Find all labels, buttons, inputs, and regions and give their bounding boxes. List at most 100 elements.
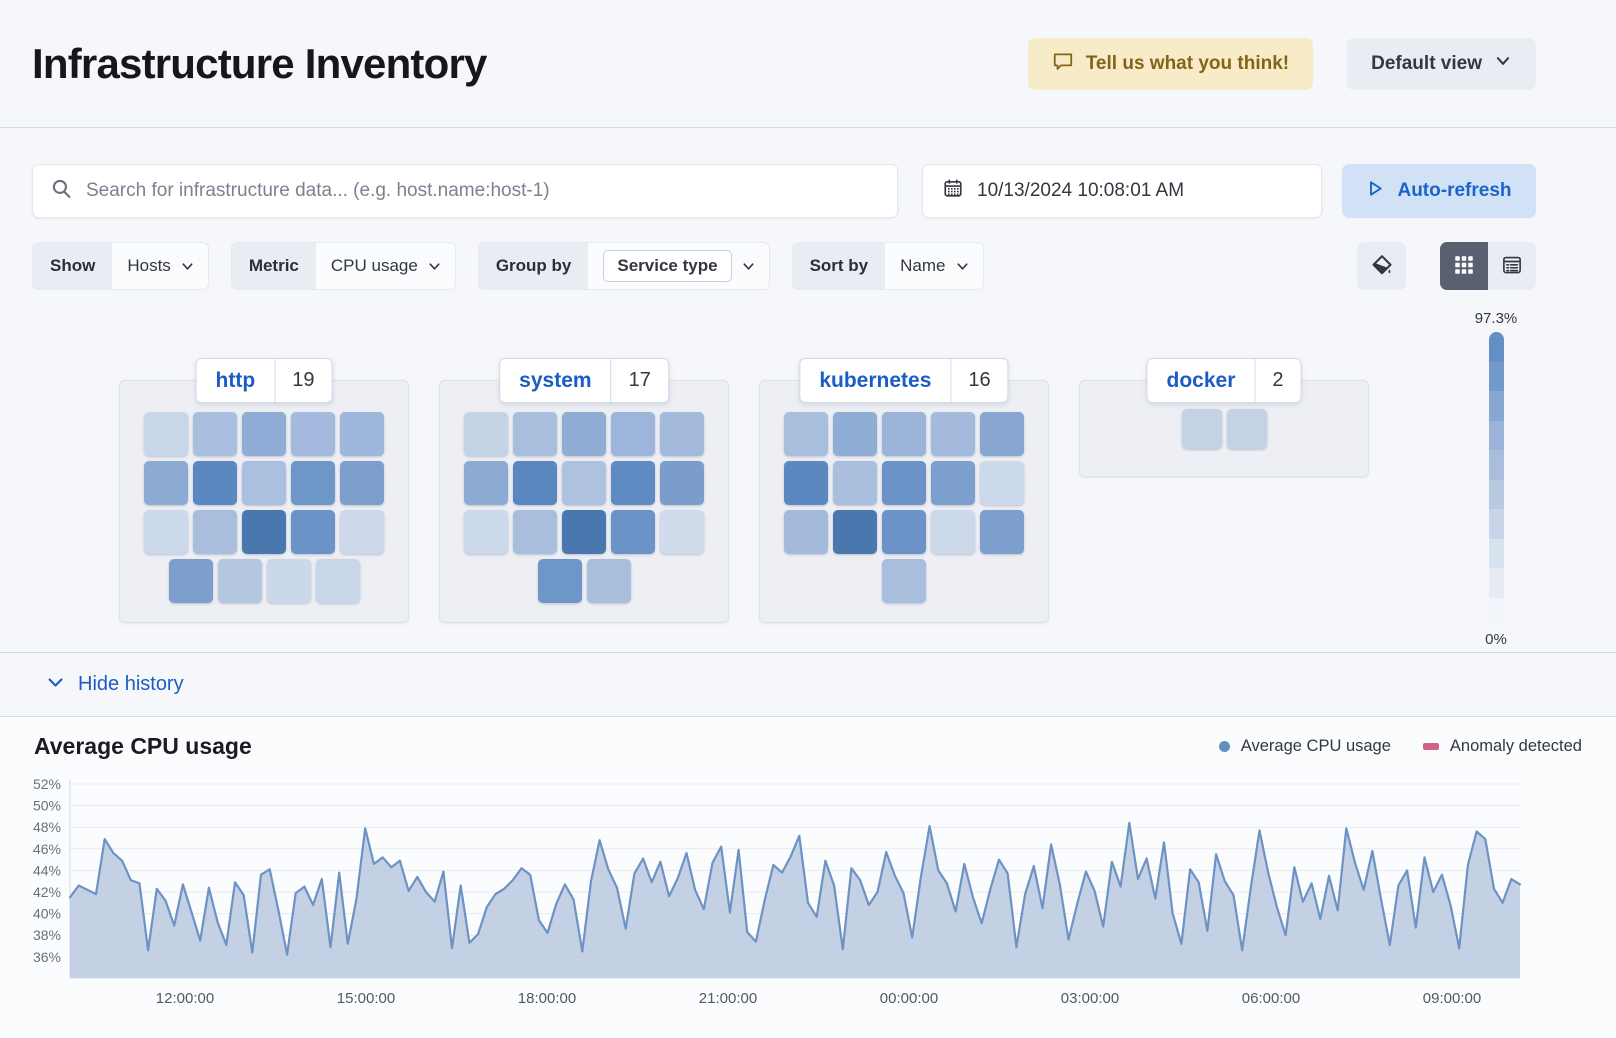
host-tile[interactable] <box>980 412 1024 456</box>
host-tile[interactable] <box>611 510 655 554</box>
scale-step <box>1488 361 1504 391</box>
host-tile[interactable] <box>833 510 877 554</box>
view-selector-button[interactable]: Default view <box>1347 37 1536 90</box>
legend-item[interactable]: Average CPU usage <box>1218 737 1391 756</box>
feedback-button[interactable]: Tell us what you think! <box>1027 37 1314 90</box>
host-tile[interactable] <box>660 412 704 456</box>
host-tile[interactable] <box>660 461 704 505</box>
legend-swatch <box>1422 743 1439 750</box>
host-tile[interactable] <box>784 510 828 554</box>
host-tile[interactable] <box>611 412 655 456</box>
host-tile[interactable] <box>882 412 926 456</box>
host-tile[interactable] <box>242 510 286 554</box>
scale-step <box>1488 420 1504 450</box>
host-tile[interactable] <box>833 461 877 505</box>
x-tick-label: 03:00:00 <box>1061 990 1119 1007</box>
x-tick-label: 15:00:00 <box>337 990 395 1007</box>
host-tile[interactable] <box>931 510 975 554</box>
y-tick-label: 36% <box>33 949 61 965</box>
legend-label: Average CPU usage <box>1240 737 1391 755</box>
host-tile[interactable] <box>513 510 557 554</box>
scale-step <box>1488 450 1504 480</box>
host-tile[interactable] <box>513 412 557 456</box>
map-view-button[interactable] <box>1440 242 1488 290</box>
group-by-value[interactable]: Service type <box>603 250 732 282</box>
date-picker[interactable]: 10/13/2024 10:08:01 AM <box>922 164 1322 218</box>
host-tile[interactable] <box>833 412 877 456</box>
host-tile[interactable] <box>660 510 704 554</box>
x-tick-label: 18:00:00 <box>518 990 576 1007</box>
host-tile[interactable] <box>144 412 188 456</box>
y-tick-label: 50% <box>33 798 61 814</box>
host-tile[interactable] <box>340 461 384 505</box>
host-tile[interactable] <box>931 461 975 505</box>
host-tile[interactable] <box>882 559 926 603</box>
host-tile[interactable] <box>291 510 335 554</box>
x-tick-label: 12:00:00 <box>156 990 214 1007</box>
group-by-control[interactable]: Group by Service type <box>477 242 770 290</box>
host-tile[interactable] <box>980 461 1024 505</box>
legend-item[interactable]: Anomaly detected <box>1422 737 1582 756</box>
host-tile[interactable] <box>291 412 335 456</box>
chart-legend: Average CPU usage Anomaly detected <box>1218 737 1582 756</box>
host-tile[interactable] <box>168 559 213 603</box>
metric-control[interactable]: Metric CPU usage <box>230 242 456 290</box>
tile-row <box>784 412 1024 456</box>
host-tile[interactable] <box>611 461 655 505</box>
host-tile[interactable] <box>562 412 606 456</box>
host-tile[interactable] <box>537 559 582 603</box>
hide-history-toggle[interactable]: Hide history <box>0 652 1616 716</box>
host-tile[interactable] <box>562 461 606 505</box>
x-tick-label: 09:00:00 <box>1423 990 1481 1007</box>
badge-divider <box>950 359 952 402</box>
host-tile[interactable] <box>562 510 606 554</box>
host-tile[interactable] <box>882 461 926 505</box>
color-palette-button[interactable] <box>1357 242 1406 290</box>
host-tile[interactable] <box>242 412 286 456</box>
search-box[interactable] <box>32 164 898 218</box>
host-tile[interactable] <box>784 412 828 456</box>
host-tile[interactable] <box>242 461 286 505</box>
host-tile[interactable] <box>193 412 237 456</box>
host-tile[interactable] <box>980 510 1024 554</box>
table-view-button[interactable] <box>1488 242 1536 290</box>
tile-row <box>784 510 1024 554</box>
tile-row <box>784 461 1024 505</box>
host-tile[interactable] <box>931 412 975 456</box>
group-count: 2 <box>1272 369 1284 391</box>
host-tile[interactable] <box>464 461 508 505</box>
host-tile[interactable] <box>1226 408 1267 449</box>
show-control[interactable]: Show Hosts <box>32 242 209 290</box>
auto-refresh-button[interactable]: Auto-refresh <box>1342 164 1536 218</box>
host-tile[interactable] <box>464 510 508 554</box>
group-tiles <box>120 412 408 603</box>
host-tile[interactable] <box>513 461 557 505</box>
host-tile[interactable] <box>193 510 237 554</box>
host-tile[interactable] <box>144 510 188 554</box>
host-tile[interactable] <box>340 510 384 554</box>
speech-bubble-icon <box>1052 50 1074 78</box>
host-tile[interactable] <box>217 559 262 603</box>
host-tile[interactable] <box>315 559 360 603</box>
host-tile[interactable] <box>464 412 508 456</box>
host-tile[interactable] <box>586 559 631 603</box>
badge-divider <box>274 359 276 402</box>
search-input[interactable] <box>86 180 879 202</box>
host-tile[interactable] <box>340 412 384 456</box>
host-tile[interactable] <box>193 461 237 505</box>
host-tile[interactable] <box>1181 408 1222 449</box>
host-tile[interactable] <box>784 461 828 505</box>
sort-by-control[interactable]: Sort by Name <box>791 242 984 290</box>
host-tile[interactable] <box>882 510 926 554</box>
history-chart-panel: Average CPU usage Average CPU usage Anoma… <box>0 716 1616 1038</box>
host-tile[interactable] <box>266 559 311 603</box>
group-tiles <box>760 412 1048 603</box>
host-tile[interactable] <box>291 461 335 505</box>
host-tile[interactable] <box>144 461 188 505</box>
